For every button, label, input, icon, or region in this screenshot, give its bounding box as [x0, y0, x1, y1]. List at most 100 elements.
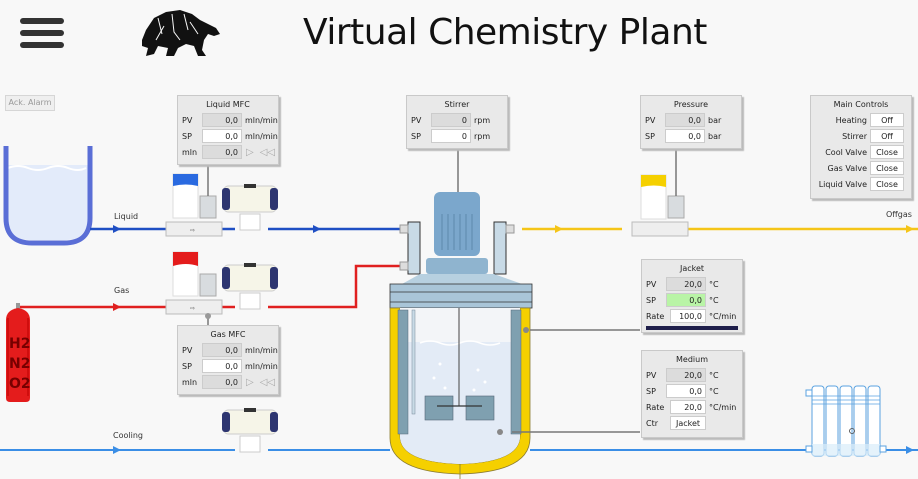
unit-label: °C	[709, 386, 719, 396]
pressure-pv-value: 0,0	[665, 113, 705, 127]
liquid-mfc-mln-value: 0,0	[202, 145, 242, 159]
gas-label-h2: H2	[9, 336, 31, 352]
unit-label: °C	[709, 295, 719, 305]
jacket-progress-bar	[646, 326, 738, 330]
reset-icon[interactable]: ◁◁	[259, 146, 276, 158]
stirrer-sp-row: SP 0 rpm	[407, 128, 507, 144]
cool-valve[interactable]	[222, 408, 278, 453]
heating-row: Heating Off	[811, 112, 911, 128]
medium-title: Medium	[676, 355, 708, 364]
medium-sp-input[interactable]: 0,0	[666, 384, 706, 398]
rate-label: Rate	[646, 402, 665, 412]
pv-label: PV	[646, 279, 657, 289]
medium-ctr-select[interactable]: Jacket	[670, 416, 706, 430]
hamburger-menu-icon[interactable]	[20, 18, 64, 48]
pressure-sp-input[interactable]: 0,0	[665, 129, 705, 143]
liquid-mfc-device[interactable]: ⇨	[165, 165, 223, 237]
gas-mfc-pv-value: 0,0	[202, 343, 242, 357]
medium-ctr-row: Ctr Jacket	[642, 415, 742, 431]
ctr-label: Ctr	[646, 418, 659, 428]
cool-valve-row: Cool Valve Close	[811, 144, 911, 160]
pv-label: PV	[411, 115, 422, 125]
heating-toggle[interactable]: Off	[870, 113, 904, 127]
pv-label: PV	[182, 115, 193, 125]
jacket-rate-input[interactable]: 100,0	[670, 309, 706, 323]
unit-label: °C	[709, 279, 719, 289]
svg-text:⇨: ⇨	[190, 305, 195, 312]
mln-label: mln	[182, 147, 198, 157]
mln-label: mln	[182, 377, 198, 387]
radiator	[805, 385, 887, 457]
liquid-valve-toggle[interactable]: Close	[870, 177, 904, 191]
unit-label: mln/min	[245, 131, 278, 141]
stirrer-toggle[interactable]: Off	[870, 129, 904, 143]
offgas-pipe-label: Offgas	[886, 210, 912, 219]
cooling-pipe-label: Cooling	[113, 431, 143, 440]
jacket-pv-value: 20,0	[666, 277, 706, 291]
pv-label: PV	[646, 370, 657, 380]
bear-logo-icon	[128, 4, 228, 64]
jacket-pv-row: PV 20,0 °C	[642, 276, 742, 292]
gas-pipe	[20, 264, 400, 311]
jacket-rate-row: Rate 100,0 °C/min	[642, 308, 742, 324]
unit-label: °C/min	[709, 311, 737, 321]
gas-mfc-title: Gas MFC	[210, 330, 246, 339]
gas-valve-toggle[interactable]: Close	[870, 161, 904, 175]
gas-bottle-labels: H2 N2 O2	[9, 334, 31, 394]
stirrer-sp-input[interactable]: 0	[431, 129, 471, 143]
main-controls-title: Main Controls	[833, 100, 889, 109]
cool-valve-label: Cool Valve	[825, 147, 867, 157]
unit-label: mln/min	[245, 115, 278, 125]
stirrer-label: Stirrer	[842, 131, 867, 141]
medium-sp-row: SP 0,0 °C	[642, 383, 742, 399]
medium-pv-row: PV 20,0 °C	[642, 367, 742, 383]
gas-mfc-mln-row: mln 0,0 ▷ ◁◁	[178, 374, 278, 390]
pressure-controller-device[interactable]	[631, 150, 689, 237]
unit-label: °C	[709, 370, 719, 380]
liquid-mfc-title: Liquid MFC	[206, 100, 250, 109]
gas-valve-row: Gas Valve Close	[811, 160, 911, 176]
gas-pipe-label: Gas	[114, 286, 130, 295]
main-controls-panel: Main Controls Heating Off Stirrer Off Co…	[810, 95, 912, 199]
liquid-mfc-pv-row: PV 0,0 mln/min	[178, 112, 278, 128]
jacket-sp-input[interactable]: 0,0	[666, 293, 706, 307]
medium-rate-input[interactable]: 20,0	[670, 400, 706, 414]
pressure-sp-row: SP 0,0 bar	[641, 128, 741, 144]
sp-label: SP	[411, 131, 421, 141]
stirrer-title: Stirrer	[444, 100, 470, 109]
unit-label: bar	[708, 115, 722, 125]
liquid-pipe-label: Liquid	[114, 212, 139, 221]
medium-pv-value: 20,0	[666, 368, 706, 382]
unit-label: bar	[708, 131, 722, 141]
stirrer-panel: Stirrer PV 0 rpm SP 0 rpm	[406, 95, 508, 149]
liquid-mfc-sp-row: SP 0,0 mln/min	[178, 128, 278, 144]
gas-valve[interactable]	[222, 263, 278, 310]
gas-mfc-device[interactable]: ⇨	[165, 251, 223, 325]
page-title: Virtual Chemistry Plant	[303, 12, 707, 53]
reset-icon[interactable]: ◁◁	[259, 376, 276, 388]
liquid-mfc-sp-input[interactable]: 0,0	[202, 129, 242, 143]
heating-label: Heating	[835, 115, 867, 125]
liquid-pipe	[90, 225, 400, 233]
unit-label: mln/min	[245, 361, 278, 371]
gas-label-o2: O2	[9, 376, 31, 392]
gas-valve-label: Gas Valve	[827, 163, 867, 173]
play-icon[interactable]: ▷	[246, 376, 254, 388]
pressure-pv-row: PV 0,0 bar	[641, 112, 741, 128]
cool-valve-toggle[interactable]: Close	[870, 145, 904, 159]
liquid-valve[interactable]	[222, 184, 278, 231]
stirrer-pv-value: 0	[431, 113, 471, 127]
gas-mfc-sp-input[interactable]: 0,0	[202, 359, 242, 373]
ack-alarm-button[interactable]: Ack. Alarm	[5, 95, 55, 111]
gas-mfc-panel: Gas MFC PV 0,0 mln/min SP 0,0 mln/min ml…	[177, 325, 279, 395]
reactor	[389, 150, 640, 479]
stirrer-pv-row: PV 0 rpm	[407, 112, 507, 128]
unit-label: °C/min	[709, 402, 737, 412]
unit-label: rpm	[474, 115, 491, 125]
play-icon[interactable]: ▷	[246, 146, 254, 158]
gas-bottle	[6, 303, 30, 402]
sp-label: SP	[182, 361, 192, 371]
liquid-mfc-pv-value: 0,0	[202, 113, 242, 127]
jacket-sp-row: SP 0,0 °C	[642, 292, 742, 308]
